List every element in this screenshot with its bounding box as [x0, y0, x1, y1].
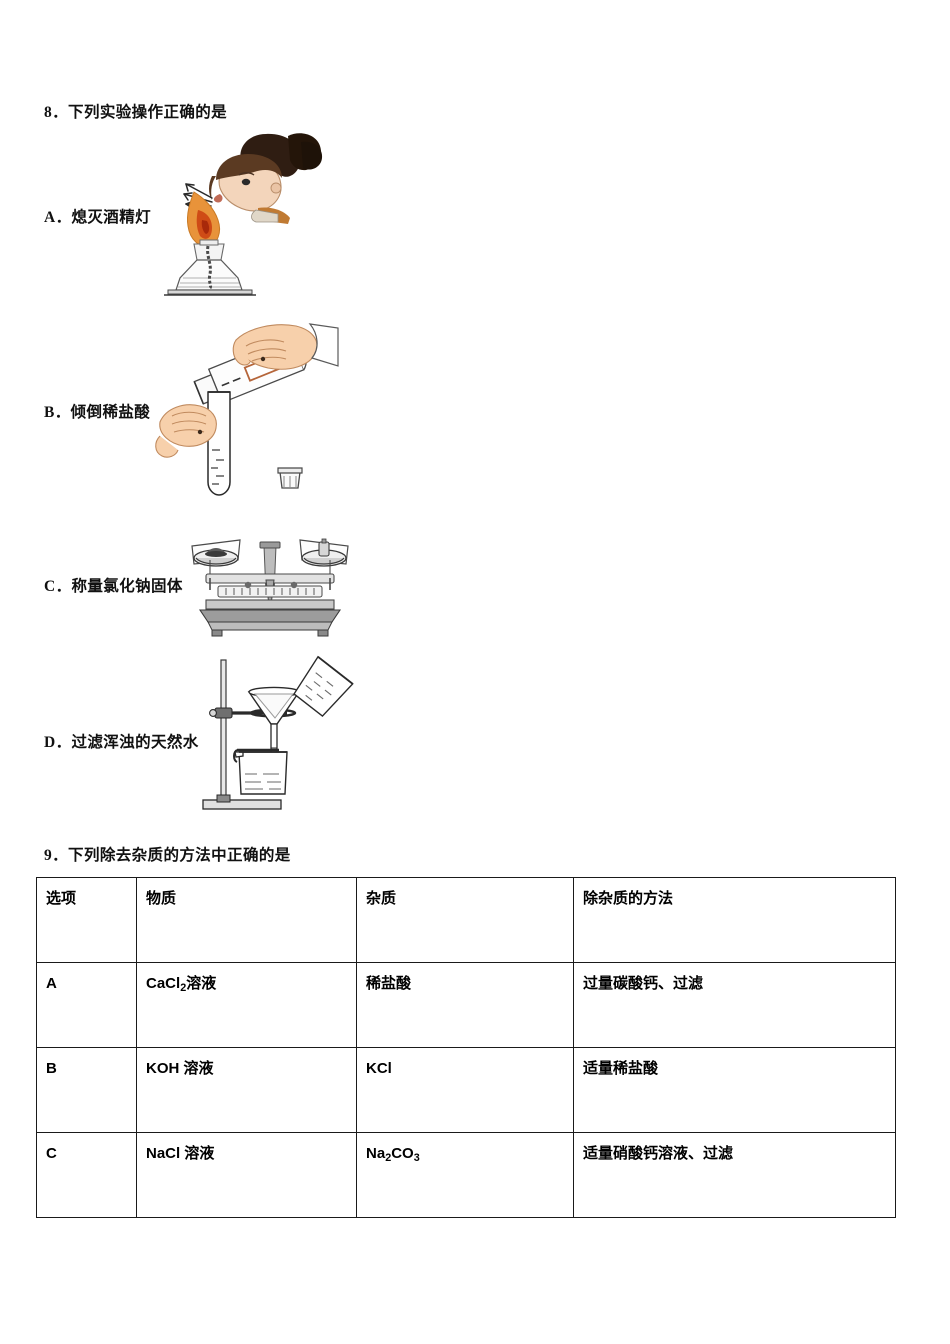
option-b-label: B．倾倒稀盐酸	[44, 404, 151, 421]
filtration-apparatus-icon	[202, 655, 354, 810]
table-header-row: 选项 物质 杂质 除杂质的方法	[36, 877, 896, 963]
question-9-heading: 9．下列除去杂质的方法中正确的是	[44, 847, 291, 864]
option-d-label: D．过滤浑浊的天然水	[44, 734, 199, 751]
row-substance: NaCl 溶液	[136, 1132, 357, 1218]
option-a-label: A．熄灭酒精灯	[44, 209, 151, 226]
row-substance: CaCl2溶液	[136, 962, 357, 1048]
substance-suffix-text: 溶液	[186, 975, 217, 992]
substance-subscript: 2	[180, 982, 187, 995]
impurity-formula-mid: CO	[391, 1145, 414, 1162]
row-impurity: 稀盐酸	[356, 962, 574, 1048]
row-substance: KOH 溶液	[136, 1047, 357, 1133]
question-8-heading: 8．下列实验操作正确的是	[44, 104, 228, 121]
column-header-method: 除杂质的方法	[573, 877, 896, 963]
row-impurity: Na2CO3	[356, 1132, 574, 1218]
alcohol-lamp-blowing-icon	[164, 133, 323, 296]
row-method: 适量硝酸钙溶液、过滤	[573, 1132, 896, 1218]
column-header-impurity: 杂质	[356, 877, 574, 963]
row-option-letter: A	[36, 962, 137, 1048]
pouring-acid-into-test-tube-icon	[155, 323, 339, 496]
impurity-removal-table: 选项 物质 杂质 除杂质的方法 A CaCl2溶液 稀盐酸 过量碳酸钙、过滤 B…	[36, 877, 896, 1218]
balance-scale-icon	[191, 538, 349, 637]
option-c-label: C．称量氯化钠固体	[44, 578, 183, 595]
impurity-subscript-2: 3	[413, 1152, 420, 1165]
row-method: 适量稀盐酸	[573, 1047, 896, 1133]
column-header-option: 选项	[36, 877, 137, 963]
row-option-letter: C	[36, 1132, 137, 1218]
substance-formula-text: CaCl	[146, 975, 181, 992]
impurity-formula-text: Na	[366, 1145, 386, 1162]
row-impurity: KCl	[356, 1047, 574, 1133]
impurity-subscript-1: 2	[385, 1152, 392, 1165]
table-row: C NaCl 溶液 Na2CO3 适量硝酸钙溶液、过滤	[36, 1132, 896, 1218]
column-header-substance: 物质	[136, 877, 357, 963]
row-option-letter: B	[36, 1047, 137, 1133]
table-row: B KOH 溶液 KCl 适量稀盐酸	[36, 1047, 896, 1133]
table-row: A CaCl2溶液 稀盐酸 过量碳酸钙、过滤	[36, 962, 896, 1048]
row-method: 过量碳酸钙、过滤	[573, 962, 896, 1048]
